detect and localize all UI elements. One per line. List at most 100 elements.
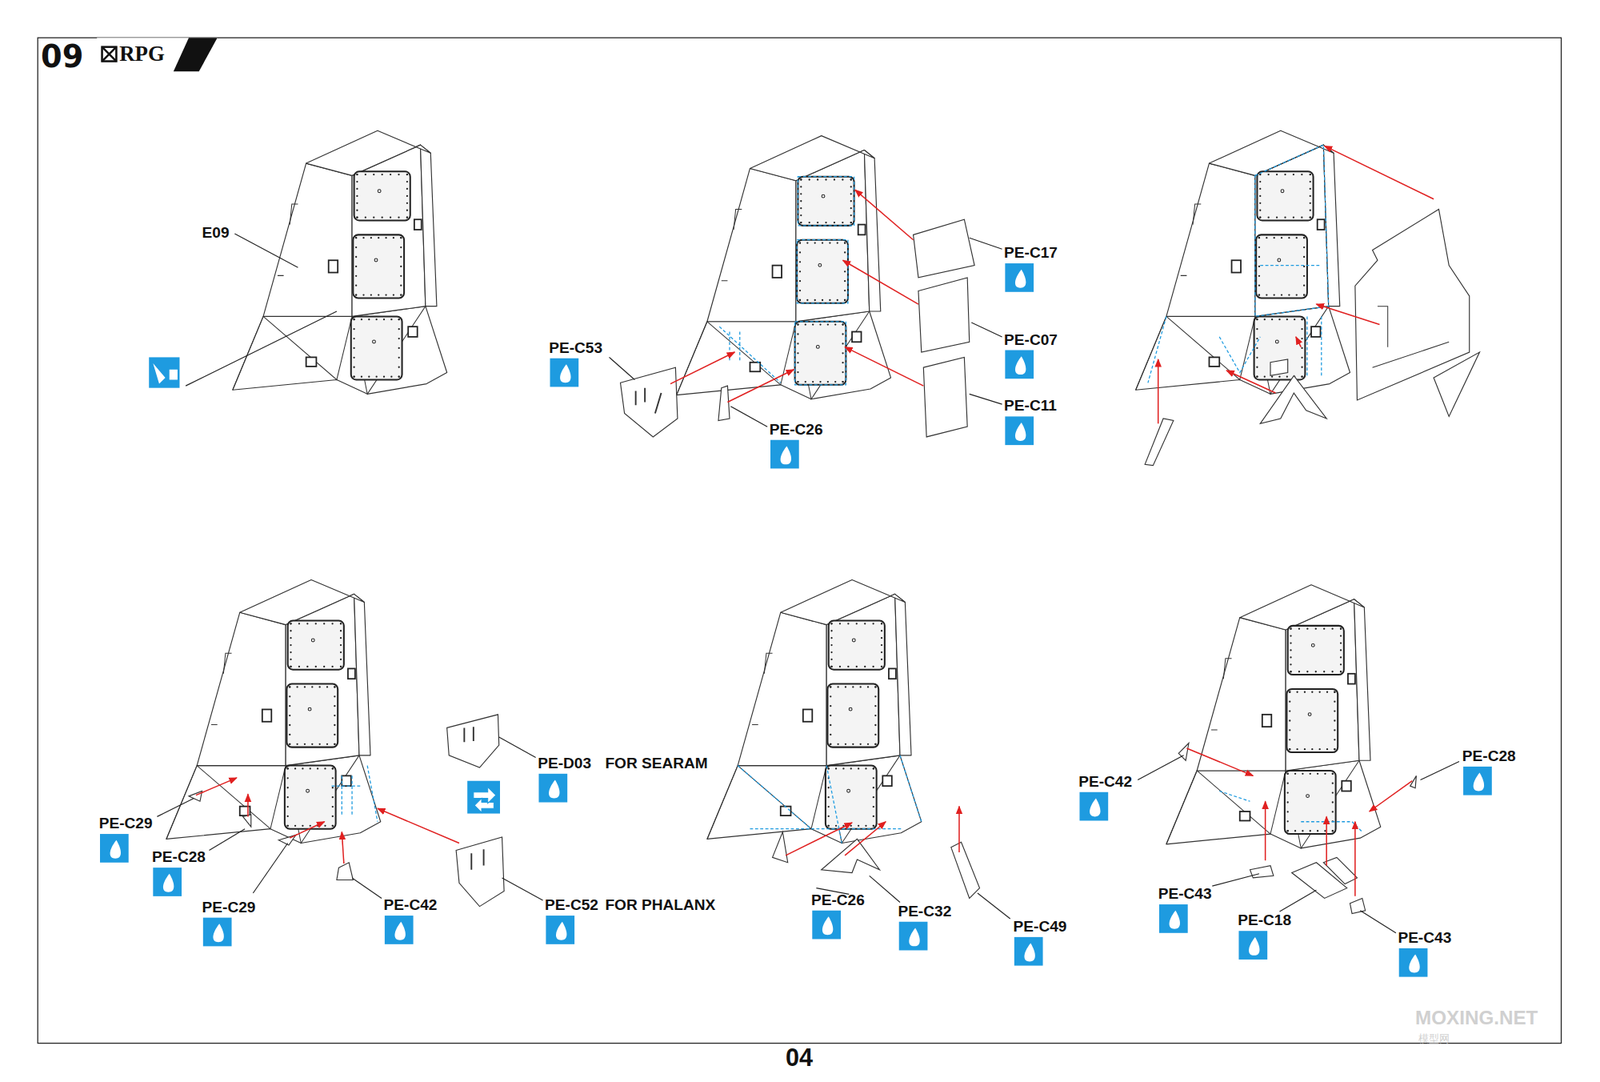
rivet	[806, 299, 808, 301]
tower-top-face	[1208, 130, 1334, 176]
rivet	[799, 289, 801, 292]
rivet	[287, 767, 289, 769]
rivet	[356, 173, 358, 176]
glue-drop	[212, 923, 224, 942]
rivet	[821, 299, 824, 301]
rivet	[1323, 628, 1325, 630]
rivet	[1303, 275, 1305, 277]
rivet	[1293, 318, 1296, 320]
rivet	[406, 216, 408, 219]
rivet	[340, 629, 342, 632]
pe-part	[1350, 897, 1366, 913]
pe-outline	[1219, 790, 1363, 832]
rivet	[830, 629, 832, 632]
rivet	[326, 743, 328, 745]
rivet	[800, 178, 802, 180]
rivet	[1300, 347, 1303, 349]
rivet	[829, 714, 832, 716]
rivet	[1280, 189, 1284, 193]
pe-part	[456, 836, 504, 907]
rivet	[1319, 748, 1321, 750]
rivet	[839, 665, 841, 668]
hatch-panel	[351, 316, 403, 380]
flip-icon	[467, 780, 500, 814]
rivet	[356, 195, 358, 197]
vent	[414, 219, 422, 230]
rivet	[298, 665, 300, 668]
part-detail	[1372, 306, 1450, 368]
tower-skirt	[1136, 306, 1351, 395]
hatch-panel	[827, 684, 879, 748]
rivet	[847, 665, 849, 668]
rivet	[1288, 691, 1291, 693]
rivet	[1303, 256, 1305, 258]
rivet	[880, 658, 883, 660]
rivet	[1289, 656, 1292, 658]
rivet	[360, 376, 363, 378]
rivet	[836, 241, 839, 244]
red-arrow	[1296, 336, 1301, 348]
rivet	[1296, 293, 1298, 296]
rivet	[800, 207, 802, 209]
rivet	[287, 767, 289, 769]
rivet	[1332, 772, 1334, 775]
rivet	[1273, 293, 1276, 296]
rivet	[841, 323, 844, 325]
rivet	[304, 743, 306, 745]
rivet	[1289, 648, 1292, 651]
rivet	[829, 685, 832, 688]
rivet	[1340, 628, 1342, 630]
part-label: FOR SEARAM	[604, 755, 708, 771]
part-label: PE-D03	[537, 755, 592, 771]
rivet	[289, 622, 292, 624]
tower-left-face	[707, 168, 796, 321]
rivet	[1259, 180, 1261, 183]
rivet	[1278, 376, 1280, 378]
red-arrow	[844, 821, 886, 856]
rivet	[289, 636, 292, 639]
rivet	[352, 328, 355, 330]
part-label: FOR PHALANX	[604, 896, 716, 912]
rivet	[333, 685, 336, 688]
tower-left-face	[1196, 617, 1286, 771]
pe-part	[923, 356, 968, 436]
rivet	[1273, 236, 1276, 239]
rivet	[1332, 829, 1334, 832]
glue-icon	[1079, 792, 1108, 821]
rivet	[872, 665, 874, 668]
rivet	[288, 685, 291, 688]
rivet	[333, 714, 336, 716]
rivet	[836, 743, 839, 745]
rivet	[1258, 246, 1260, 248]
rivet	[406, 180, 408, 183]
rivet	[288, 733, 291, 736]
rivet	[406, 173, 408, 176]
rivet	[841, 332, 844, 335]
rivet	[844, 251, 846, 253]
slot	[464, 726, 473, 742]
rivet	[864, 767, 867, 769]
rivet	[398, 376, 400, 378]
rivet	[1333, 728, 1336, 731]
rivet	[824, 178, 827, 180]
rivet	[1340, 670, 1342, 672]
side-step	[277, 204, 299, 276]
part-label: PE-C28	[1462, 748, 1516, 764]
rivet	[864, 665, 866, 668]
rivet	[370, 236, 372, 239]
rivet	[304, 685, 306, 688]
glue-drop	[394, 921, 405, 940]
rivet	[841, 361, 844, 364]
rivet	[880, 629, 883, 632]
rivet	[841, 380, 844, 383]
rivet	[333, 743, 336, 745]
rivet	[1309, 173, 1312, 176]
rivet	[340, 665, 342, 668]
rivet	[829, 743, 832, 745]
rivet	[355, 265, 357, 268]
rivet	[1309, 173, 1312, 176]
pe-part	[620, 367, 678, 437]
tower-front-face	[826, 593, 900, 765]
logo-box	[102, 47, 117, 62]
rivet	[340, 651, 342, 653]
